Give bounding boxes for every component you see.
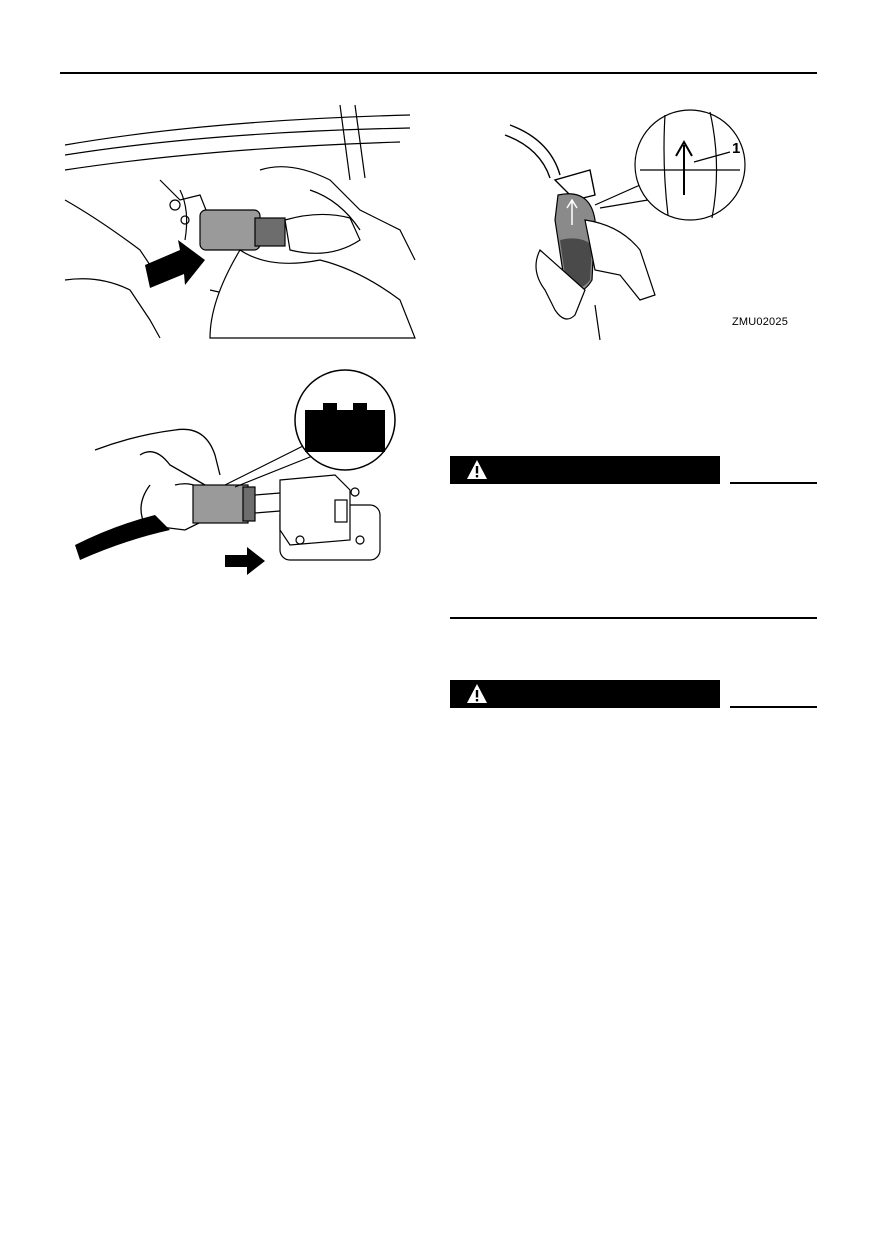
header-rule — [60, 72, 817, 74]
figure-code: ZMU02025 — [732, 316, 789, 328]
engine-connector-illustration — [60, 100, 420, 340]
warning-banner-2-tail — [730, 706, 817, 708]
warning-triangle-icon — [467, 684, 487, 703]
warning-1-end-rule — [450, 617, 817, 619]
callout-number: 1 — [732, 140, 741, 157]
primer-bulb-drawing — [504, 109, 746, 341]
engine-connector-drawing — [64, 104, 416, 339]
warning-banner-2 — [450, 680, 720, 708]
warning-banner-1 — [450, 456, 720, 484]
warning-banner-1-tail — [730, 482, 817, 484]
warning-triangle-icon — [467, 460, 487, 479]
battery-connector-illustration — [75, 365, 400, 575]
fuel-primer-bulb-illustration: 1 ZMU02025 — [500, 100, 815, 345]
battery-connector-drawing — [75, 369, 396, 575]
